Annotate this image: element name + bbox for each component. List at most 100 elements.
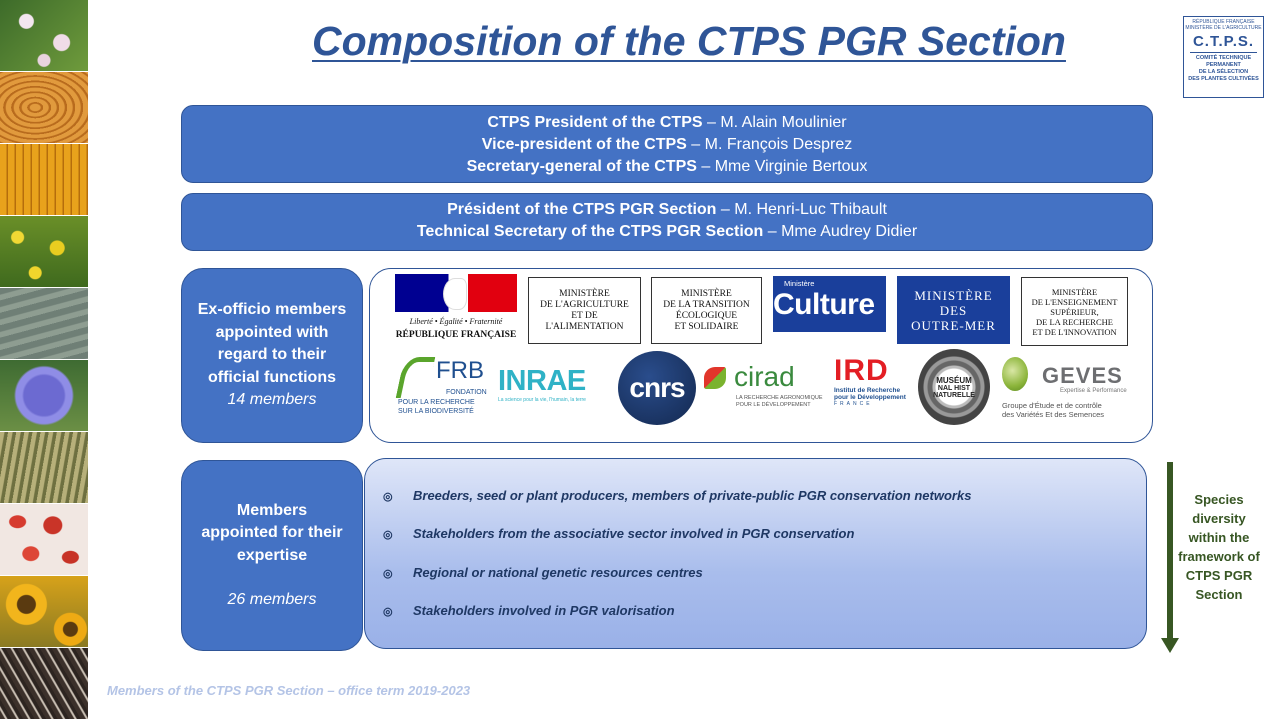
technical-secretary-role: Technical Secretary of the CTPS PGR Sect… — [416, 223, 764, 240]
sunflower-photo — [0, 576, 88, 648]
mnhn-line-1: MUSÉUM — [936, 375, 972, 385]
frb-logo: FRB FONDATION POUR LA RECHERCHE SUR LA B… — [394, 355, 494, 425]
section-president-role: Président of the CTPS PGR Section — [447, 201, 717, 218]
cirad-line-1: LA RECHERCHE AGRONOMIQUE — [736, 395, 823, 401]
president-role: CTPS President of the CTPS — [487, 114, 703, 131]
expertise-label: Members appointed for their expertise — [201, 501, 343, 564]
sunflower-seeds-photo — [0, 648, 88, 720]
ministry-agriculture-logo: MINISTÈRE DE L'AGRICULTURE ET DE L'ALIME… — [528, 277, 641, 344]
logo-desc-1: COMITÉ TECHNIQUE — [1195, 55, 1252, 61]
cnrs-logo: cnrs — [618, 351, 696, 425]
ird-logo: IRD Institut de Recherche pour le Dévelo… — [834, 355, 914, 419]
section-president-line: Président of the CTPS PGR Section – M. H… — [182, 199, 1152, 221]
mnhn-line-3: NATURELLE — [933, 391, 975, 399]
ens-line-5: ET DE L'INNOVATION — [1032, 326, 1117, 337]
marianne-flag-icon — [395, 274, 517, 312]
cnrs-name: cnrs — [629, 372, 685, 403]
frb-line-1: FONDATION — [446, 389, 487, 396]
species-diversity-note: Species diversity within the framework o… — [1178, 492, 1260, 602]
ird-line-3: FRANCE — [834, 401, 873, 407]
ministry-higher-education-logo: MINISTÈRE DE L'ENSEIGNEMENT SUPÉRIEUR, D… — [1021, 277, 1128, 346]
expertise-box: Members appointed for their expertise 26… — [181, 460, 363, 651]
secretary-name: – Mme Virginie Bertoux — [696, 158, 868, 175]
section-leadership-bar: Président of the CTPS PGR Section – M. H… — [181, 193, 1153, 251]
frb-line-2: POUR LA RECHERCHE — [398, 399, 475, 406]
logo-divider — [1190, 52, 1257, 53]
list-item: ◎ Breeders, seed or plant producers, memb… — [383, 488, 971, 503]
corn-photo — [0, 144, 88, 216]
expertise-count: 26 members — [227, 591, 317, 608]
geves-seed-icon — [1002, 357, 1028, 391]
ird-line-1: Institut de Recherche — [834, 387, 901, 394]
red-beans-photo — [0, 504, 88, 576]
president-name: – M. Alain Moulinier — [702, 114, 847, 131]
agri-line-1: MINISTÈRE — [559, 288, 610, 299]
logo-acronym: C.T.P.S. — [1192, 33, 1255, 50]
slide-footer: Members of the CTPS PGR Section – office… — [107, 683, 471, 698]
geves-tagline: Expertise & Performance — [1060, 388, 1127, 394]
slide-title: Composition of the CTPS PGR Section — [312, 18, 1066, 64]
list-item: ◎ Regional or national genetic resources … — [383, 565, 703, 580]
bullet-icon: ◎ — [383, 529, 393, 541]
flowers-photo — [0, 0, 88, 72]
geves-name: GEVES — [1042, 363, 1123, 388]
rf-motto: Liberté • Égalité • Fraternité — [409, 317, 503, 326]
cirad-leaf-icon — [704, 367, 726, 389]
vice-president-role: Vice-president of the CTPS — [481, 136, 687, 153]
vice-president-name: – M. François Desprez — [686, 136, 853, 153]
trans-line-4: ET SOLIDAIRE — [674, 321, 739, 332]
trans-line-3: ÉCOLOGIQUE — [675, 310, 738, 321]
agri-line-4: L'ALIMENTATION — [545, 321, 624, 332]
geves-logo: GEVES Expertise & Performance Groupe d'É… — [1002, 357, 1127, 423]
logo-desc-2: PERMANENT — [1206, 62, 1241, 68]
list-item-text: Stakeholders involved in PGR valorisatio… — [413, 603, 675, 618]
ministry-culture-logo: Ministère Culture — [773, 276, 886, 332]
ctps-logo: RÉPUBLIQUE FRANÇAISE MINISTÈRE DE L'AGRI… — [1183, 16, 1264, 98]
ird-name: IRD — [834, 354, 889, 387]
cirad-name: cirad — [734, 361, 795, 392]
ministry-ecological-transition-logo: MINISTÈRE DE LA TRANSITION ÉCOLOGIQUE ET… — [651, 277, 762, 344]
rapeseed-photo — [0, 216, 88, 288]
technical-secretary-name: – Mme Audrey Didier — [763, 223, 918, 240]
mnhn-line-2: NAL HIST — [937, 384, 971, 392]
cirad-logo: cirad LA RECHERCHE AGRONOMIQUE POUR LE D… — [704, 361, 824, 413]
section-president-name: – M. Henri-Luc Thibault — [716, 201, 887, 218]
ens-line-2: DE L'ENSEIGNEMENT — [1031, 296, 1118, 307]
frb-leaf-icon — [395, 357, 436, 398]
arrow-down-icon — [1161, 462, 1179, 653]
agri-line-2: DE L'AGRICULTURE — [540, 299, 629, 310]
trans-line-2: DE LA TRANSITION — [663, 299, 750, 310]
institution-logos-panel: Liberté • Égalité • Fraternité RÉPUBLIQU… — [369, 268, 1153, 443]
geves-line-1: Groupe d'Étude et de contrôle — [1002, 401, 1102, 410]
logo-desc-3: DE LA SÉLECTION — [1198, 69, 1249, 75]
logo-desc-4: DES PLANTES CULTIVÉES — [1188, 76, 1259, 82]
cornflower-photo — [0, 360, 88, 432]
secretary-line: Secretary-general of the CTPS – Mme Virg… — [182, 156, 1152, 178]
list-item-text: Stakeholders from the associative sector… — [413, 526, 855, 541]
om-line-1: MINISTÈRE — [914, 288, 993, 303]
inrae-logo: INRAE La science pour la vie, l'humain, … — [498, 365, 608, 409]
om-line-3: OUTRE-MER — [911, 318, 996, 333]
ens-line-1: MINISTÈRE — [1051, 286, 1098, 297]
mnhn-logo: MUSÉUM NAL HIST NATURELLE — [918, 349, 990, 425]
ird-line-2: pour le Développement — [834, 394, 906, 401]
seedlings-photo — [0, 288, 88, 360]
frb-name: FRB — [436, 357, 484, 384]
bullet-icon: ◎ — [383, 568, 393, 580]
expertise-categories-panel: ◎ Breeders, seed or plant producers, memb… — [364, 458, 1147, 649]
list-item-text: Breeders, seed or plant producers, membe… — [413, 488, 972, 503]
cirad-line-2: POUR LE DÉVELOPPEMENT — [736, 402, 811, 408]
bullet-icon: ◎ — [383, 491, 393, 503]
list-item-text: Regional or national genetic resources c… — [413, 565, 703, 580]
ens-line-4: DE LA RECHERCHE — [1036, 316, 1113, 327]
technical-secretary-line: Technical Secretary of the CTPS PGR Sect… — [182, 221, 1152, 243]
list-item: ◎ Stakeholders from the associative secto… — [383, 526, 854, 541]
ex-officio-count: 14 members — [227, 391, 317, 409]
ex-officio-box: Ex-officio members appointed with regard… — [181, 268, 363, 443]
list-item: ◎Stakeholders involved in PGR valorisati… — [383, 603, 675, 618]
ctps-leadership-bar: CTPS President of the CTPS – M. Alain Mo… — [181, 105, 1153, 183]
geves-line-2: des Variétés Et des Semences — [1002, 410, 1104, 419]
culture-big-text: Culture — [773, 288, 875, 321]
inrae-name: INRAE — [498, 365, 586, 397]
trans-line-1: MINISTÈRE — [681, 288, 732, 299]
